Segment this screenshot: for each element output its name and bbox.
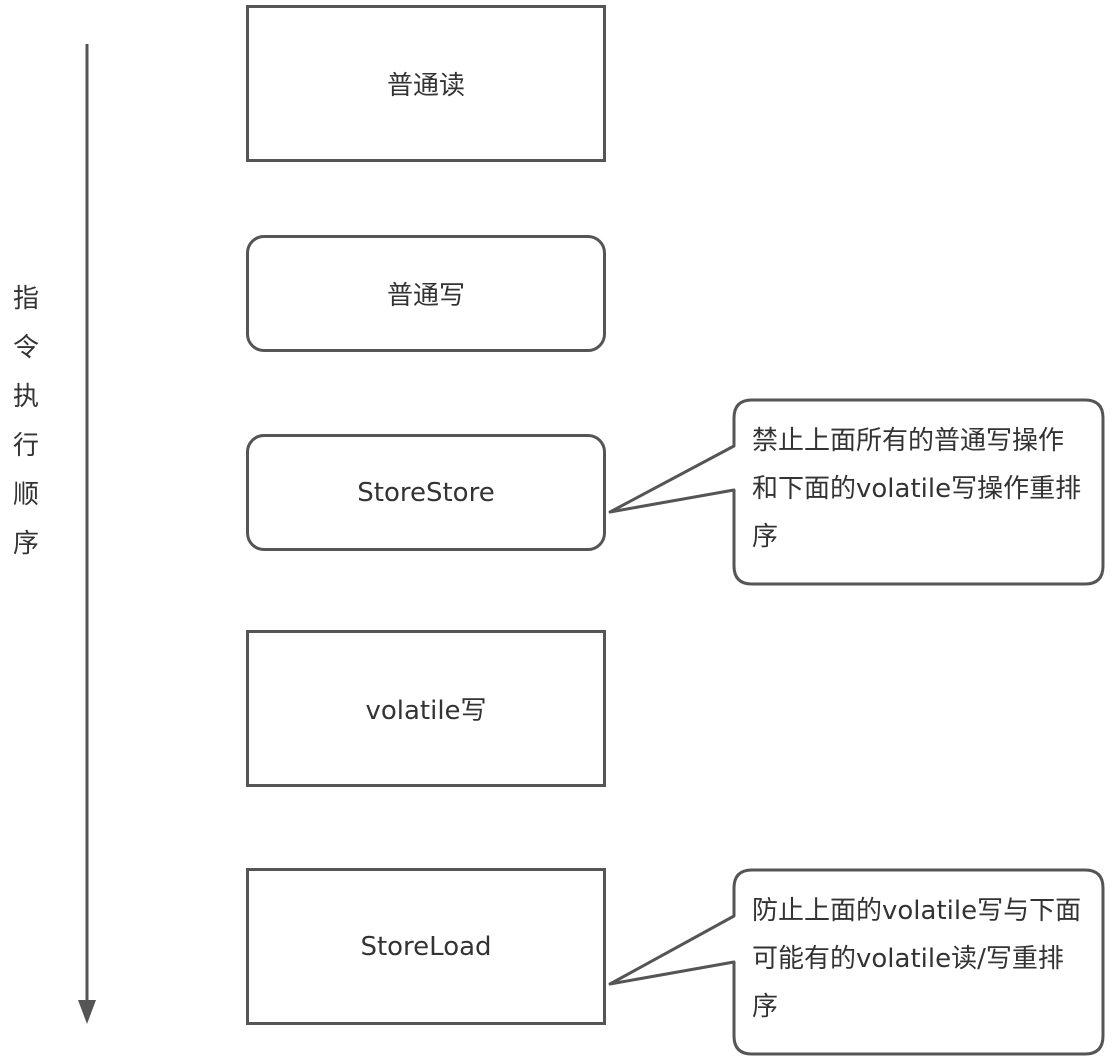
execution-order-char: 指: [12, 284, 39, 314]
store-load-callout-text: 防止上面的volatile写与下面 可能有的volatile读/写重排 序: [752, 887, 1097, 1031]
store-store-barrier-node: StoreStore: [246, 434, 606, 551]
execution-order-char: 行: [12, 431, 39, 461]
normal-read-label: 普通读: [386, 71, 465, 101]
volatile-write-node: volatile写: [246, 630, 606, 787]
execution-order-char: 令: [12, 333, 39, 363]
execution-order-arrow-head: [78, 1000, 96, 1024]
callout-line: 禁止上面所有的普通写操作: [752, 426, 1065, 456]
normal-read-node: 普通读: [246, 5, 606, 162]
store-load-barrier-node: StoreLoad: [246, 868, 606, 1025]
volatile-write-label: volatile写: [365, 696, 487, 726]
store-store-label: StoreStore: [357, 477, 495, 508]
execution-order-char: 顺: [12, 480, 39, 510]
store-store-callout-text: 禁止上面所有的普通写操作 和下面的volatile写操作重排 序: [752, 417, 1097, 561]
callout-line: 和下面的volatile写操作重排: [752, 474, 1082, 504]
normal-write-node: 普通写: [246, 235, 606, 352]
store-load-label: StoreLoad: [360, 931, 492, 962]
normal-write-label: 普通写: [386, 281, 465, 311]
callout-line: 序: [752, 522, 779, 552]
execution-order-char: 执: [12, 382, 39, 412]
execution-order-label: 指 令 执 行 顺 序: [8, 275, 44, 569]
execution-order-char: 序: [12, 529, 39, 559]
callout-line: 可能有的volatile读/写重排: [752, 944, 1064, 974]
store-load-callout-bubble: [608, 868, 1105, 1056]
store-store-callout-bubble: [608, 398, 1105, 586]
callout-line: 序: [752, 992, 779, 1022]
callout-line: 防止上面的volatile写与下面: [752, 896, 1082, 926]
